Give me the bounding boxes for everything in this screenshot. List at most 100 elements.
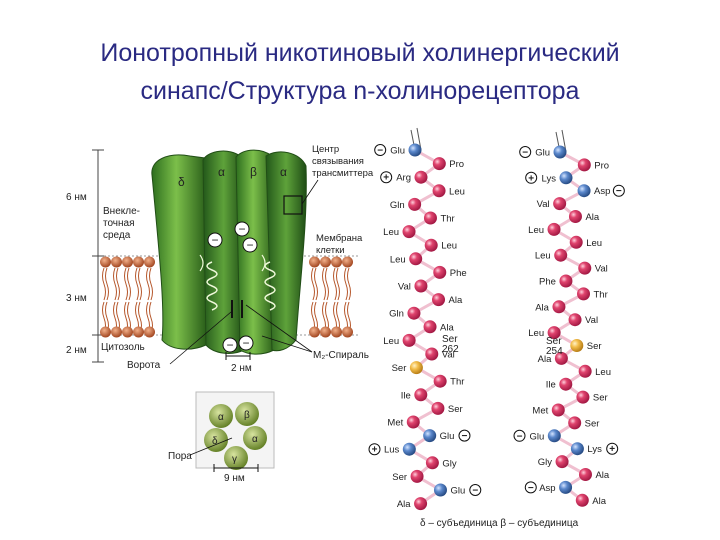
amino-acid-bead [425,348,438,361]
pore-subunit-alpha-1: α [218,412,224,423]
subunit-label-alpha-1: α [218,165,225,179]
amino-acid-label: Glu [390,146,405,157]
amino-acid-bead [559,378,572,391]
amino-acid-label: Leu [383,227,399,238]
amino-acid-bead [408,198,421,211]
amino-acid-label: Asp [539,483,555,494]
amino-acid-label: Leu [535,251,551,262]
amino-acid-label: Ser [392,472,407,483]
amino-acid-label: Ser [392,363,407,374]
amino-acid-label: Glu [450,486,465,497]
amino-acid-label: Gln [389,309,404,320]
amino-acid-label: Ala [449,295,463,306]
amino-acid-label: Thr [594,289,608,300]
amino-acid-bead [577,287,590,300]
amino-acid-label: Ser [593,393,608,404]
amino-acid-label: Gly [442,458,457,469]
scale-label-3nm: 3 нм [66,293,87,304]
amino-acid-label: Pro [594,160,609,171]
charge-icon: − [517,431,523,442]
amino-acid-label: Leu [528,328,544,339]
amino-acid-bead [554,146,567,159]
amino-acid-bead [570,236,583,249]
amino-acid-bead [423,429,436,442]
amino-acid-label: Asp [594,186,610,197]
amino-acid-bead [432,293,445,306]
amino-acid-label: Glu [440,431,455,442]
amino-acid-bead [552,404,565,417]
charge-icon: − [377,146,383,157]
amino-acid-label: Leu [390,254,406,265]
amino-acid-bead [576,391,589,404]
amino-acid-bead [569,210,582,223]
amino-acid-bead [569,313,582,326]
amino-acid-label: Gln [390,200,405,211]
amino-acid-bead [410,361,423,374]
amino-acid-label: Leu [441,241,457,252]
amino-acid-label: Ala [535,302,549,313]
label-binding-center-1: Центр [312,144,339,155]
amino-acid-bead [414,388,427,401]
ser-label-262-number: 262 [442,344,459,355]
amino-acid-bead [409,144,422,157]
label-extracellular-2: точная [103,218,135,229]
chains-caption: δ – субъединица β – субъединица [420,517,579,529]
amino-acid-bead [433,184,446,197]
amino-acid-label: Leu [528,225,544,236]
amino-acid-label: Ala [585,212,599,223]
amino-acid-bead [414,171,427,184]
amino-acid-bead [553,197,566,210]
label-cytosol: Цитозоль [101,342,145,353]
amino-acid-bead [559,275,572,288]
pore-subunit-alpha-2: α [252,434,258,445]
amino-acid-bead [403,334,416,347]
subunit-label-alpha-2: α [280,165,287,179]
amino-acid-bead [559,481,572,494]
amino-acid-bead [559,171,572,184]
amino-acid-bead [425,239,438,252]
amino-acid-label: Leu [449,186,465,197]
amino-acid-label: Ile [546,380,556,391]
amino-acid-label: Met [387,418,403,429]
label-extracellular-1: Внекле- [103,206,140,217]
amino-acid-label: Pro [449,159,464,170]
amino-acid-bead [434,375,447,388]
amino-acid-label: Leu [586,238,602,249]
charge-icon: − [616,186,622,197]
amino-acid-bead [579,468,592,481]
svg-text:−: − [246,238,253,252]
amino-acid-label: Lys [542,173,557,184]
pore-subunit-beta: β [244,410,250,421]
receptor-body [152,150,306,354]
svg-text:−: − [242,336,249,350]
amino-acid-label: Ser [585,418,600,429]
amino-acid-label: Ala [595,470,609,481]
amino-acid-label: Ala [440,322,454,333]
amino-acid-label: Val [595,264,608,275]
amino-acid-label: Glu [530,431,545,442]
amino-acid-label: Val [585,315,598,326]
amino-acid-label: Val [398,282,411,293]
pore-label: Пора [168,451,192,462]
svg-text:−: − [238,222,245,236]
amino-acid-bead [556,455,569,468]
label-binding-center-2: связывания [312,156,364,167]
svg-text:−: − [226,338,233,352]
amino-acid-bead [434,484,447,497]
ser-label-254-number: 254 [546,346,563,357]
amino-acid-bead [424,212,437,225]
pore-width-label: 9 нм [224,473,245,484]
amino-acid-label: Leu [595,367,611,378]
amino-acid-label: Ser [448,404,463,415]
receptor-figure: 6 нм 3 нм 2 нм − − − − − [66,144,374,374]
amino-acid-label: Lys [587,444,602,455]
amino-acid-label: Arg [396,173,411,184]
charge-icon: + [372,445,378,456]
amino-acid-label: Phe [539,277,556,288]
amino-acid-bead [548,223,561,236]
amino-acid-label: Glu [535,148,550,159]
amino-acid-label: Ile [401,390,411,401]
amino-acid-label: Thr [440,214,454,225]
amino-acid-bead [548,429,561,442]
